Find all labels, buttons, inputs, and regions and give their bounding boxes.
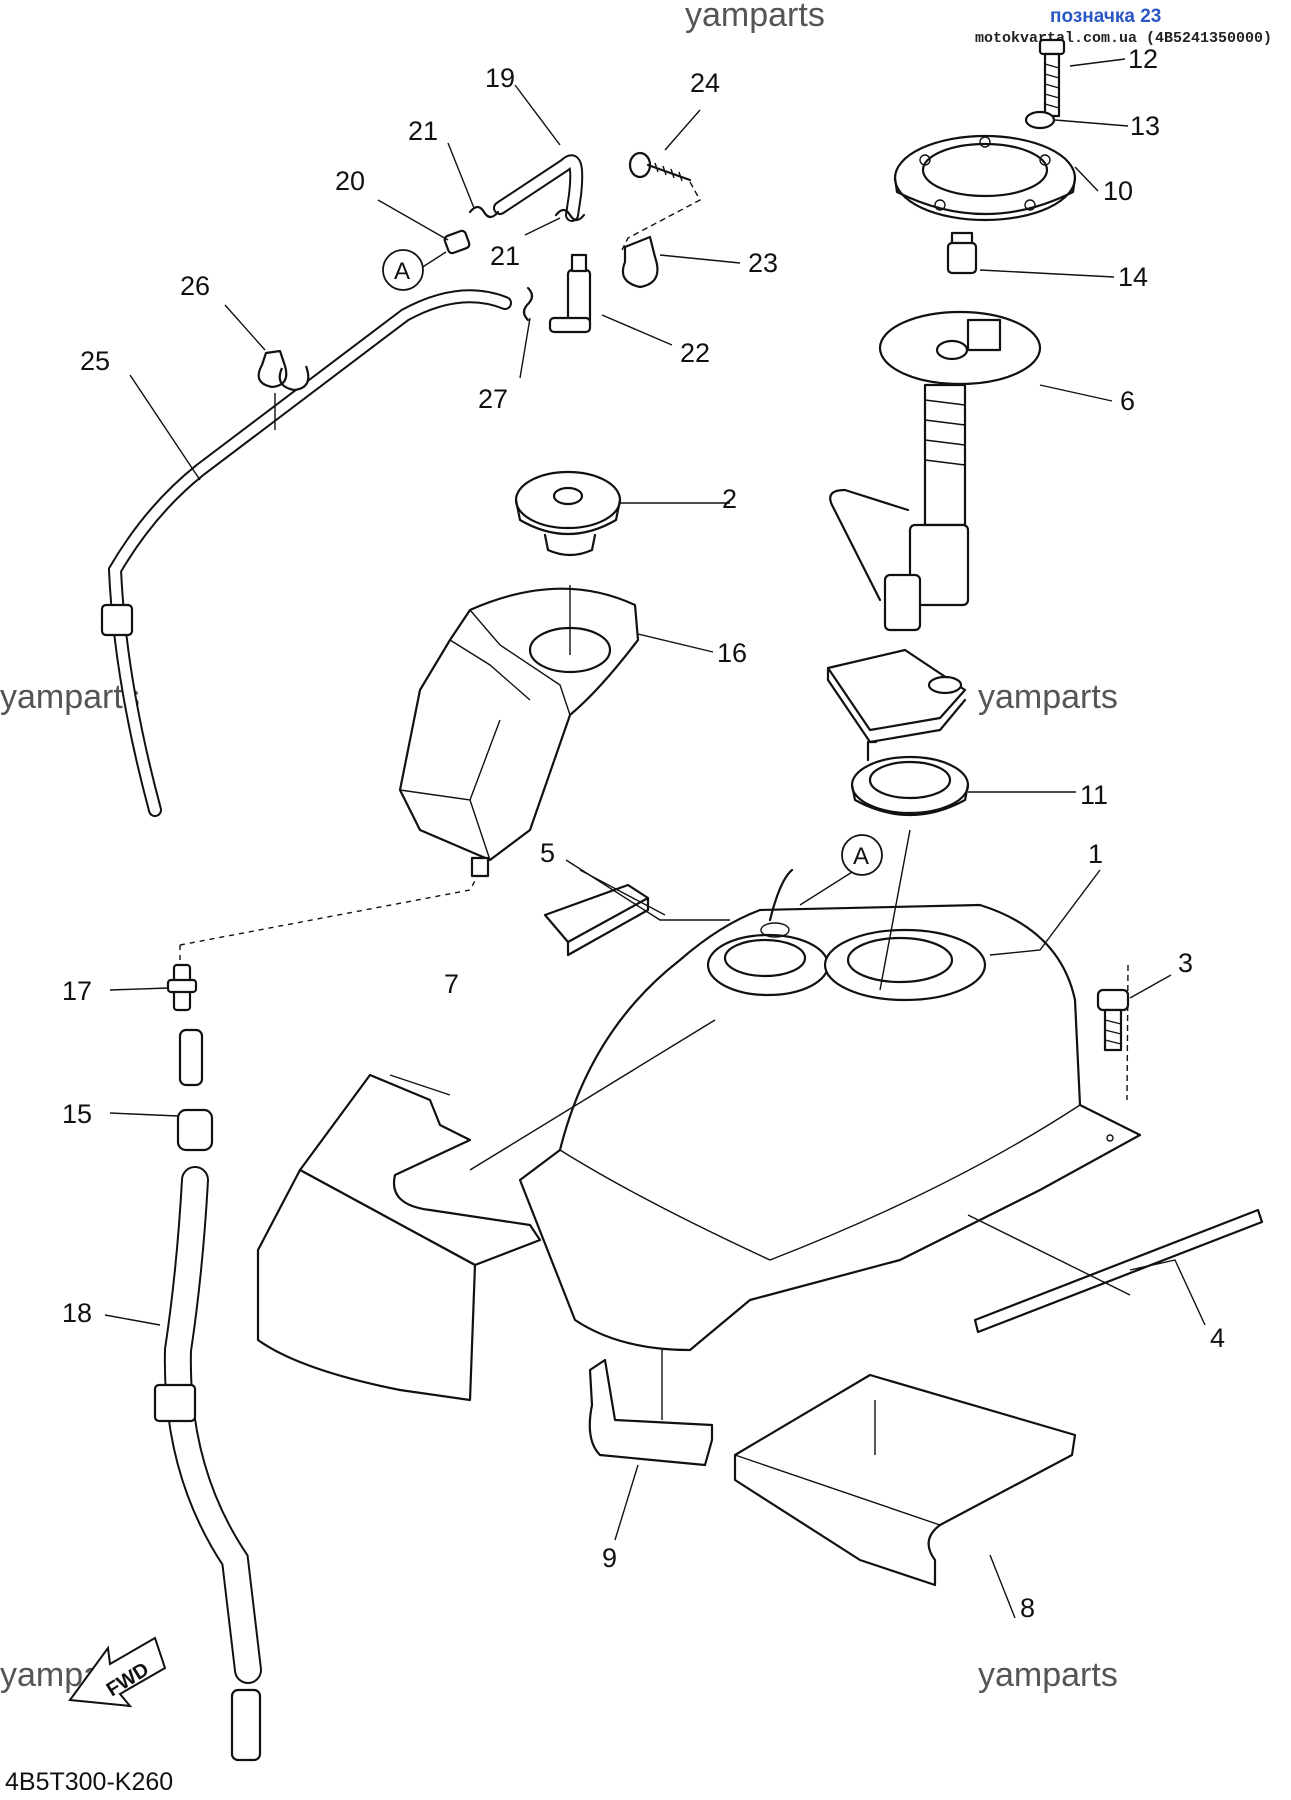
part-label-9: 9: [602, 1543, 617, 1573]
clip-21a-drawing: [468, 205, 500, 219]
part-label-1: 1: [1088, 839, 1103, 869]
bolt-3-drawing: [1096, 988, 1130, 1052]
part-label-17: 17: [62, 976, 92, 1006]
watermark-right: yamparts: [978, 678, 1118, 716]
fuel-pump-6-drawing: [826, 310, 1042, 744]
callout-a-circle-2: [841, 834, 883, 876]
watermark-top: yamparts: [685, 0, 825, 34]
part-label-10: 10: [1103, 176, 1133, 206]
part-label-14: 14: [1118, 262, 1148, 292]
part-label-21a: 21: [408, 116, 438, 146]
part-label-11: 11: [1080, 780, 1108, 810]
part-label-21b: 21: [490, 241, 520, 271]
part-label-4: 4: [1210, 1323, 1225, 1353]
fuel-tank-1-drawing: [518, 868, 1142, 1352]
part-label-12: 12: [1128, 44, 1158, 74]
callout-a-circle-1: [382, 249, 424, 291]
clamp-26-drawing: [257, 349, 310, 392]
washer-13-drawing: [1024, 110, 1056, 130]
part-label-7: 7: [444, 969, 459, 999]
fitting-17-drawing: [166, 963, 198, 1012]
grommet-15-drawing: [176, 1028, 214, 1152]
callout-a-label-1: A: [394, 258, 410, 285]
watermark-bottom-right: yamparts: [978, 1656, 1118, 1694]
part-label-2: 2: [722, 484, 737, 514]
part-label-3: 3: [1178, 948, 1193, 978]
pad-5-drawing: [543, 883, 650, 957]
part-label-8: 8: [1020, 1593, 1035, 1623]
part-label-24: 24: [690, 68, 720, 98]
part-label-26: 26: [180, 271, 210, 301]
part-label-16: 16: [717, 638, 747, 668]
part-label-18: 18: [62, 1298, 92, 1328]
part-label-19: 19: [485, 63, 515, 93]
sleeve-20-drawing: [443, 229, 471, 255]
valve-22-drawing: [548, 253, 592, 334]
part-label-23: 23: [748, 248, 778, 278]
part-label-6: 6: [1120, 386, 1135, 416]
leader-lines: [104, 58, 1206, 1619]
part-label-5: 5: [540, 838, 555, 868]
bolt-12-drawing: [1038, 38, 1066, 118]
part-label-15: 15: [62, 1099, 92, 1129]
sheet-9-drawing: [588, 1358, 714, 1467]
clip-21b-drawing: [554, 208, 586, 222]
retaining-ring-10-drawing: [893, 134, 1077, 222]
connector-14-drawing: [946, 231, 978, 275]
fuel-cap-2-drawing: [514, 470, 622, 557]
part-label-20: 20: [335, 166, 365, 196]
bracket-23-drawing: [621, 235, 659, 289]
watermark-left: yamparts: [0, 678, 140, 716]
cover-16-drawing: [398, 587, 640, 878]
ring-nut-11-drawing: [850, 740, 970, 816]
part-label-22: 22: [680, 338, 710, 368]
diagram-code: 4B5T300-K260: [5, 1768, 173, 1796]
part-label-27: 27: [478, 384, 508, 414]
callout-a-label-2: A: [853, 843, 869, 870]
header-label: позначка 23: [1050, 6, 1161, 27]
screw-24-drawing: [628, 151, 692, 182]
clip-27-drawing: [522, 286, 534, 322]
part-label-25: 25: [80, 346, 110, 376]
header-site: motokvartal.com.ua (4B5241350000): [975, 30, 1272, 47]
part-label-13: 13: [1130, 111, 1160, 141]
sheet-7-drawing: [298, 1073, 542, 1267]
strip-4-drawing: [973, 1208, 1264, 1334]
